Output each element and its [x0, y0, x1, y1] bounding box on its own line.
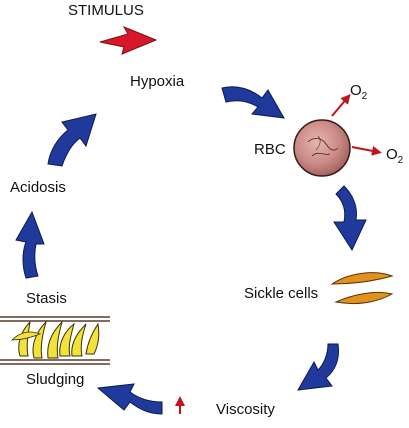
oxygen-release-arrow-icon: [351, 145, 382, 156]
cycle-arrow-icon: [221, 86, 285, 119]
rbc-label: RBC: [254, 141, 286, 158]
acidosis-label: Acidosis: [10, 179, 66, 196]
red-blood-cell-icon: [293, 119, 351, 177]
cycle-arrow-icon: [47, 113, 97, 167]
sludging-label: Sludging: [26, 371, 84, 388]
sickle-cells-label: Sickle cells: [244, 285, 318, 302]
cycle-arrow-icon: [333, 185, 367, 252]
viscosity-label: Viscosity: [216, 401, 275, 418]
o2-top-label: O2: [350, 82, 368, 102]
hypoxia-label: Hypoxia: [130, 73, 185, 90]
cycle-arrow-icon: [297, 343, 339, 391]
vessel-sludge-icon: [0, 316, 110, 365]
oxygen-release-arrow-icon: [331, 93, 351, 117]
o2-right-label: O2: [386, 146, 404, 166]
stasis-label: Stasis: [26, 290, 67, 307]
stimulus-arrow-icon: [99, 25, 158, 55]
sickle-cell-icon: [330, 272, 394, 305]
cycle-arrow-icon: [15, 210, 45, 279]
cycle-arrow-icon: [96, 383, 163, 415]
stimulus-label: STIMULUS: [68, 2, 144, 19]
